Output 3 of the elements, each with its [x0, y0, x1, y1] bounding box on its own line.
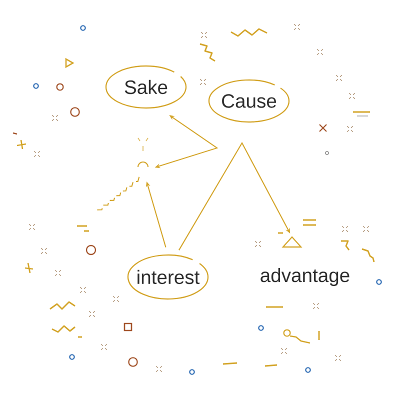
concept-label: advantage [260, 268, 350, 286]
arrow [178, 142, 290, 250]
arc-icon [137, 138, 149, 168]
